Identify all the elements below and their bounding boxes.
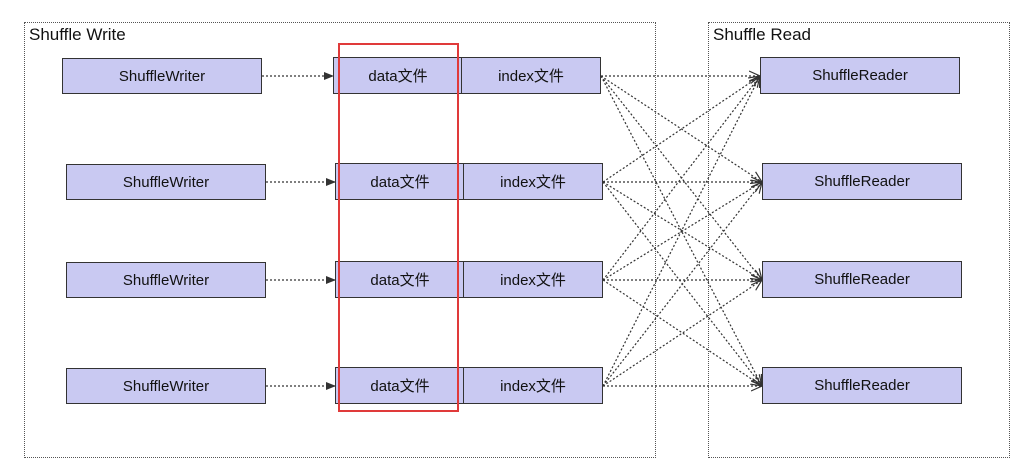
index-file-box: index文件 xyxy=(463,163,603,200)
data-file-box: data文件 xyxy=(335,261,465,298)
data-files-highlight xyxy=(338,43,459,412)
index-file-box: index文件 xyxy=(461,57,601,94)
index-to-reader-arrow xyxy=(602,76,760,281)
index-file-box: index文件 xyxy=(463,367,603,404)
writer-to-data-links xyxy=(262,72,336,390)
index-to-reader-arrow xyxy=(602,76,760,387)
index-to-reader-arrow xyxy=(602,182,762,387)
shuffle-writer-box: ShuffleWriter xyxy=(66,164,266,200)
data-file-box: data文件 xyxy=(335,163,465,200)
data-file-box: data文件 xyxy=(335,367,465,404)
shuffle-reader-box: ShuffleReader xyxy=(762,367,962,404)
shuffle-read-region: Shuffle Read xyxy=(708,22,1010,458)
index-to-reader-arrow xyxy=(602,76,760,183)
shuffle-reader-box: ShuffleReader xyxy=(762,261,962,298)
index-to-reader-arrow xyxy=(602,182,762,281)
shuffle-writer-box: ShuffleWriter xyxy=(66,262,266,298)
shuffle-reader-box: ShuffleReader xyxy=(762,163,962,200)
shuffle-writer-box: ShuffleWriter xyxy=(62,58,262,94)
shuffle-writer-box: ShuffleWriter xyxy=(66,368,266,404)
index-file-box: index文件 xyxy=(463,261,603,298)
index-to-reader-arrow xyxy=(600,75,762,182)
shuffle-reader-box: ShuffleReader xyxy=(760,57,960,94)
shuffle-write-region: Shuffle Write xyxy=(24,22,656,458)
data-file-box: data文件 xyxy=(333,57,463,94)
index-to-reader-links xyxy=(600,75,762,387)
shuffle-read-label: Shuffle Read xyxy=(713,25,811,44)
shuffle-write-label: Shuffle Write xyxy=(29,25,126,44)
